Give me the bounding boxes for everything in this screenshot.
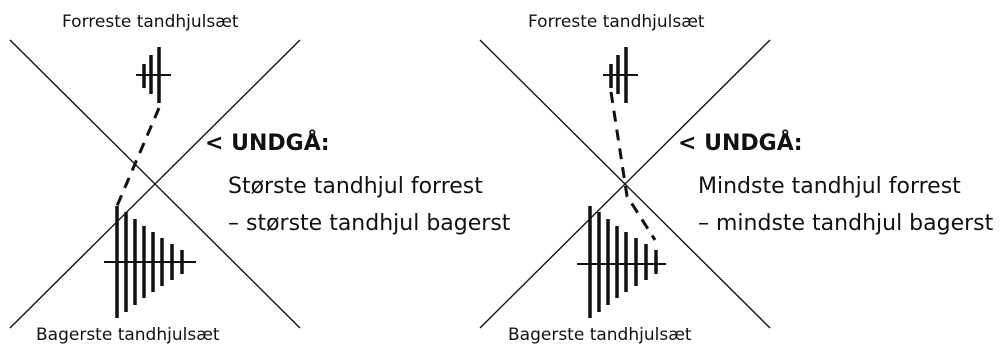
front-chainring-label: Forreste tandhjulsæt — [528, 12, 705, 32]
front-chainring-label: Forreste tandhjulsæt — [62, 12, 239, 32]
cross-line-b — [479, 39, 771, 329]
rear-cassette-icon — [577, 206, 666, 318]
rear-cassette-label: Bagerste tandhjulsæt — [508, 325, 692, 345]
rear-cassette-icon — [104, 206, 196, 318]
avoid-heading: < UNDGÅ: — [205, 130, 330, 156]
front-chainrings-icon — [603, 47, 638, 103]
cross-line-b — [9, 39, 301, 329]
panel-smallest: Forreste tandhjulsæt Bagerste tandhjulsæ… — [479, 12, 994, 345]
rear-cassette-label: Bagerste tandhjulsæt — [36, 325, 220, 345]
avoid-heading: < UNDGÅ: — [678, 130, 803, 156]
avoid-line-1: Største tandhjul forrest — [228, 174, 483, 199]
avoid-line-2: – største tandhjul bagerst — [228, 211, 511, 236]
chain-line — [609, 91, 657, 241]
avoid-line-2: – mindste tandhjul bagerst — [698, 211, 994, 236]
front-chainrings-icon — [136, 47, 171, 103]
avoid-line-1: Mindste tandhjul forrest — [698, 174, 961, 199]
panel-largest: Forreste tandhjulsæt Bagerste tandhjulsæ… — [9, 12, 511, 345]
chain-line — [115, 107, 161, 207]
